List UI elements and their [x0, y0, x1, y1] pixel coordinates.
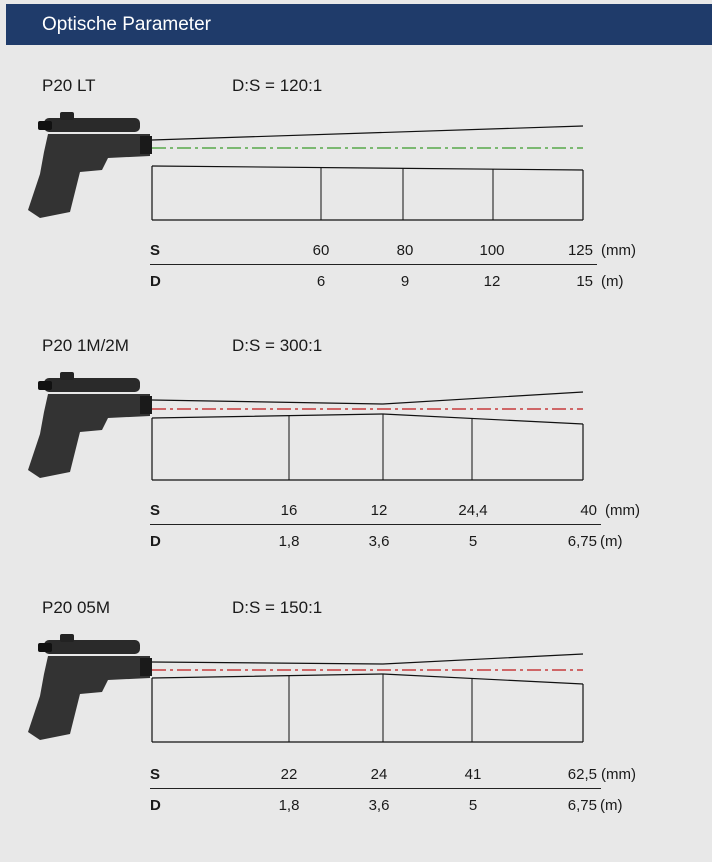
row-d-value: 1,8: [278, 797, 300, 814]
beam-diagram: [28, 634, 584, 743]
distance-spot-ratio: D:S = 150:1: [232, 598, 323, 617]
row-d-value: 6: [316, 273, 326, 290]
beam-diagram: [28, 112, 584, 221]
row-s-value: 62,5: [567, 766, 597, 783]
pyrometer-gun-icon: [28, 112, 152, 218]
row-d-label: D: [150, 273, 161, 290]
row-s-value: 41: [464, 766, 482, 783]
row-s-value: 60: [312, 242, 330, 259]
row-s-unit: (mm): [601, 766, 636, 783]
pyrometer-gun-icon: [28, 634, 152, 740]
row-s-unit: (mm): [601, 242, 636, 259]
table-rule: [150, 788, 601, 789]
pyrometer-gun-icon: [28, 372, 152, 478]
model-name: P20 1M/2M: [42, 336, 129, 355]
row-d-value: 6,75: [567, 533, 597, 550]
row-s-value: 22: [280, 766, 298, 783]
row-d-value: 1,8: [278, 533, 300, 550]
row-s-value: 24,4: [458, 502, 488, 519]
row-s-value: 100: [479, 242, 505, 259]
row-d-value: 5: [468, 533, 478, 550]
row-s-value: 80: [396, 242, 414, 259]
row-d-label: D: [150, 797, 161, 814]
row-d-value: 9: [400, 273, 410, 290]
row-s-value: 40: [580, 502, 597, 519]
section-p20-05m: P20 05M D:S = 150:1 S 22 24 41 62,5: [0, 598, 712, 838]
table-rule: [150, 264, 597, 265]
section-p20-lt: P20 LT D:S = 120:1 S 60 80 100 125: [0, 76, 712, 316]
row-s-value: 125: [567, 242, 593, 259]
row-d-value: 3,6: [368, 797, 390, 814]
model-name: P20 LT: [42, 76, 96, 95]
section-header: Optische Parameter: [6, 4, 712, 45]
row-s-value: 12: [370, 502, 388, 519]
row-d-unit: (m): [600, 797, 623, 814]
row-s-label: S: [150, 766, 161, 783]
row-s-label: S: [150, 242, 161, 259]
row-d-unit: (m): [600, 533, 623, 550]
row-s-label: S: [150, 502, 161, 519]
distance-spot-ratio: D:S = 120:1: [232, 76, 323, 95]
row-d-value: 5: [468, 797, 478, 814]
beam-diagram: [28, 372, 584, 481]
row-s-value: 16: [280, 502, 298, 519]
distance-spot-ratio: D:S = 300:1: [232, 336, 323, 355]
row-d-label: D: [150, 533, 161, 550]
row-d-unit: (m): [601, 273, 624, 290]
model-name: P20 05M: [42, 598, 111, 617]
row-s-unit: (mm): [605, 502, 640, 519]
row-d-value: 15: [576, 273, 593, 290]
header-title: Optische Parameter: [42, 14, 211, 35]
row-s-value: 24: [370, 766, 388, 783]
row-d-value: 3,6: [368, 533, 390, 550]
row-d-value: 6,75: [567, 797, 597, 814]
table-rule: [150, 524, 601, 525]
section-p20-1m-2m: P20 1M/2M D:S = 300:1 S 16 12 24,4: [0, 336, 712, 576]
row-d-value: 12: [483, 273, 501, 290]
